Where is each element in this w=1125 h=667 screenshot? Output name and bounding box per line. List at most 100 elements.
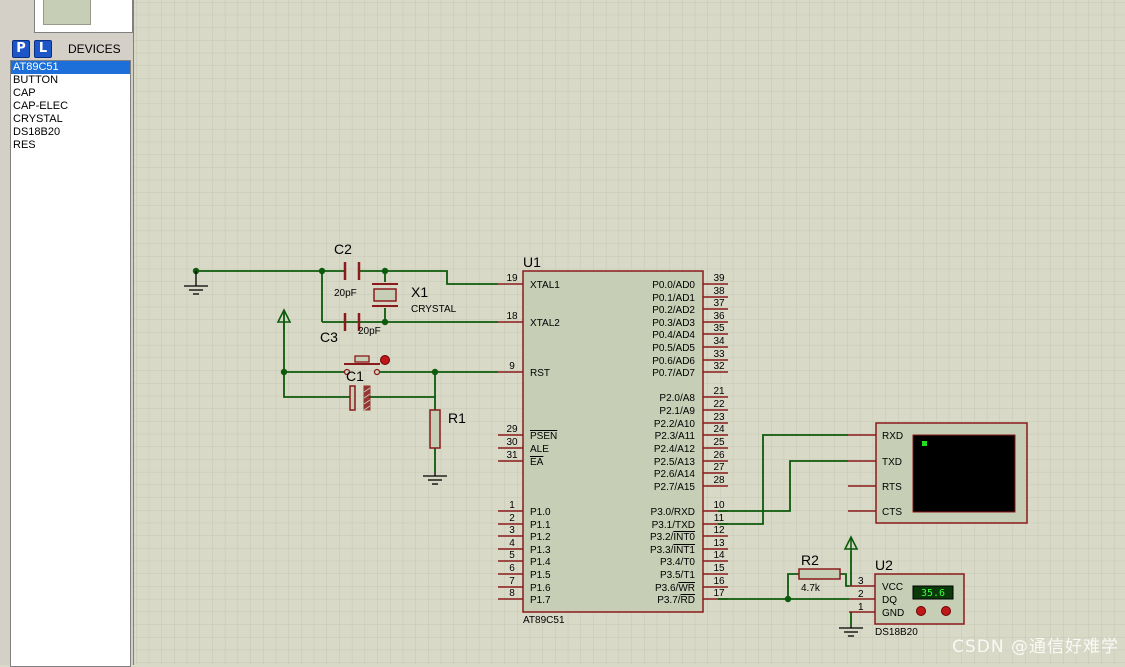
u1-pin-name: P0.3/AD3 xyxy=(652,318,695,329)
u1-pin-name: P0.0/AD0 xyxy=(652,280,695,291)
wire-txd-rxd xyxy=(718,434,848,525)
u1-pin-name: P2.1/A9 xyxy=(659,406,695,417)
terminal-cursor xyxy=(922,441,927,446)
u1-pin-name: P2.4/A12 xyxy=(654,444,696,455)
junctions xyxy=(192,267,792,603)
pick-devices-button[interactable]: P xyxy=(12,40,30,58)
device-item[interactable]: BUTTON xyxy=(13,74,59,86)
crystal-x1[interactable]: X1 CRYSTAL xyxy=(372,283,457,315)
u2-pin-num: 2 xyxy=(858,589,864,600)
r1-ref: R1 xyxy=(448,410,466,426)
u1-pin-num: 24 xyxy=(713,424,725,435)
device-item[interactable]: AT89C51 xyxy=(11,61,130,74)
reset-button[interactable] xyxy=(343,355,390,376)
device-item[interactable]: DS18B20 xyxy=(13,126,61,138)
capacitor-c1[interactable]: C1 xyxy=(346,368,371,411)
u1-pin-num: 38 xyxy=(713,286,725,297)
c3-ref: C3 xyxy=(320,329,338,345)
u1-pin-name: XTAL1 xyxy=(530,280,560,291)
device-list[interactable]: AT89C51 BUTTON CAP CAP-ELEC CRYSTAL DS18… xyxy=(10,60,131,667)
u1-pin-num: 27 xyxy=(713,462,725,473)
u1-pin-num: 9 xyxy=(509,361,515,372)
device-item[interactable]: CAP xyxy=(13,87,36,99)
u1-name: AT89C51 xyxy=(523,615,565,626)
wire-vcc-c1 xyxy=(283,322,351,398)
library-manager-button[interactable]: L xyxy=(34,40,52,58)
device-preview xyxy=(34,0,133,33)
u2-pin-dq: DQ xyxy=(882,595,897,606)
u2-pin-num: 1 xyxy=(858,602,864,613)
u1-mcu[interactable]: U1 AT89C51 19XTAL118XTAL29RST29PSEN30ALE… xyxy=(498,254,728,626)
u1-pin-name: P3.1/TXD xyxy=(652,520,695,531)
wire-r2-vcc xyxy=(840,573,849,587)
ground-icon xyxy=(839,625,863,637)
temp-up-icon[interactable] xyxy=(941,606,951,616)
c2-ref: C2 xyxy=(334,241,352,257)
u1-pin-num: 21 xyxy=(713,386,725,397)
u1-pin-name: EA xyxy=(530,457,544,468)
terminal-screen[interactable] xyxy=(912,434,1016,513)
virtual-terminal[interactable]: RXD TXD RTS CTS xyxy=(848,422,1028,524)
terminal-pin-rts: RTS xyxy=(882,482,902,493)
u1-pin-num: 5 xyxy=(509,550,515,561)
ground-icon xyxy=(184,271,208,295)
resistor-r1[interactable]: R1 xyxy=(429,409,466,449)
wires xyxy=(196,270,852,625)
u1-pin-num: 13 xyxy=(713,538,725,549)
devices-header: P L DEVICES xyxy=(10,38,130,58)
u1-pin-name: P1.2 xyxy=(530,532,551,543)
u1-pin-name: P2.5/A13 xyxy=(654,457,696,468)
temperature-reading: 35.6 xyxy=(921,588,945,599)
u1-pin-name: P1.3 xyxy=(530,545,551,556)
u1-pin-name: P3.7/RD xyxy=(657,595,695,606)
temp-down-icon[interactable] xyxy=(916,606,926,616)
wire-dq-r2 xyxy=(787,573,799,599)
u1-pin-name: P3.0/RXD xyxy=(651,507,695,518)
u1-pin-num: 11 xyxy=(714,513,725,524)
u1-pin-name: P3.4/T0 xyxy=(660,557,695,568)
u1-left-pins: 19XTAL118XTAL29RST29PSEN30ALE31EA1P1.02P… xyxy=(498,273,560,606)
u2-ds18b20[interactable]: U2 DS18B20 3 2 1 VCC DQ GND 35.6 xyxy=(849,557,965,638)
u2-name: DS18B20 xyxy=(875,627,918,638)
u2-pin-num: 3 xyxy=(858,576,864,587)
device-item[interactable]: RES xyxy=(13,139,36,151)
power-arrow-icon xyxy=(843,535,859,551)
capacitor-c2[interactable]: C2 20pF xyxy=(334,241,361,299)
r2-value: 4.7k xyxy=(801,583,821,594)
u1-pin-name: P1.0 xyxy=(530,507,551,518)
wire-c2-xtal1 xyxy=(360,270,498,285)
u1-ref: U1 xyxy=(523,254,541,270)
u2-pin-gnd: GND xyxy=(882,608,904,619)
u1-pin-num: 39 xyxy=(713,273,725,284)
c1-ref: C1 xyxy=(346,368,364,384)
u1-pin-num: 17 xyxy=(713,588,725,599)
u1-pin-name: XTAL2 xyxy=(530,318,560,329)
resistor-r2[interactable]: R2 4.7k xyxy=(798,552,841,594)
button-state-icon[interactable] xyxy=(380,355,390,365)
device-item[interactable]: CRYSTAL xyxy=(13,113,63,125)
u1-pin-name: P3.5/T1 xyxy=(660,570,695,581)
device-item[interactable]: CAP-ELEC xyxy=(13,100,69,112)
u1-pin-name: P0.5/AD5 xyxy=(652,343,695,354)
u1-pin-num: 2 xyxy=(509,513,515,524)
u1-pin-name: P2.6/A14 xyxy=(654,469,696,480)
u1-pin-name: P2.2/A10 xyxy=(654,419,696,430)
terminal-pin-cts: CTS xyxy=(882,507,902,518)
u1-pin-name: P2.7/A15 xyxy=(654,482,696,493)
u1-pin-name: P3.3/INT1 xyxy=(650,545,695,556)
u1-pin-num: 19 xyxy=(506,273,518,284)
u1-pin-num: 14 xyxy=(713,550,725,561)
wire-rxd-txd xyxy=(718,460,848,512)
ground-icon xyxy=(423,472,447,485)
u2-pin-vcc: VCC xyxy=(882,582,903,593)
u1-pin-num: 26 xyxy=(713,450,725,461)
u1-pin-num: 34 xyxy=(713,336,725,347)
u1-pin-name: P1.6 xyxy=(530,583,551,594)
u1-pin-num: 18 xyxy=(506,311,518,322)
u1-pin-num: 36 xyxy=(713,311,725,322)
device-sidebar: P L DEVICES AT89C51 BUTTON CAP CAP-ELEC … xyxy=(0,0,134,667)
u1-pin-num: 30 xyxy=(506,437,518,448)
u1-pin-name: P0.1/AD1 xyxy=(652,293,695,304)
capacitor-c3[interactable]: C3 20pF xyxy=(320,313,381,345)
